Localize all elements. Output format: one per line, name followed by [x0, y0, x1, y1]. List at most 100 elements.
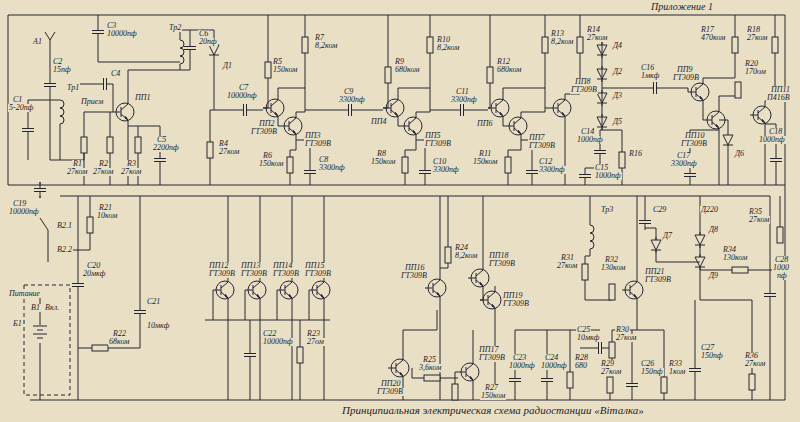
transistor-symbol [277, 276, 298, 304]
capacitor-symbol [34, 182, 46, 198]
resistor-symbol [297, 347, 303, 363]
component-label: 27ком [218, 148, 240, 156]
component-label: 130ком [600, 264, 626, 272]
transistor-symbol [622, 276, 643, 304]
resistor-symbol [609, 342, 615, 358]
component-label: ПП12 [208, 262, 230, 270]
component-label: 27ком [746, 34, 768, 42]
component-label: С3 [106, 22, 117, 30]
component-label: 150пф [700, 352, 724, 360]
resistor-symbols [81, 37, 783, 400]
component-label: В1 [30, 304, 41, 312]
capacitor-symbol [689, 362, 701, 378]
component-label: С28 [774, 256, 789, 264]
resistor-symbol [619, 152, 625, 168]
diode-symbol [723, 132, 733, 148]
component-label: R6 [262, 152, 273, 160]
component-label: 680 [574, 362, 588, 370]
diode-symbol [597, 114, 607, 130]
component-label: R8 [376, 150, 387, 158]
capacitor-symbol [342, 104, 358, 116]
component-label: ПП9 [676, 66, 694, 74]
component-label: ГТ309В [376, 388, 404, 396]
component-label: ПП17 [478, 346, 500, 354]
component-label: ГТ309В [400, 272, 428, 280]
component-label: С14 [580, 128, 595, 136]
component-label: Д2 [612, 68, 623, 76]
capacitor-symbol [647, 82, 663, 94]
component-label: С22 [262, 330, 277, 338]
component-label: 170ом [744, 68, 767, 76]
capacitor-symbol [44, 77, 56, 93]
component-label: R30 [615, 326, 630, 334]
component-label: R9 [394, 58, 405, 66]
component-label: R4 [218, 140, 229, 148]
component-label: ПП7 [528, 134, 546, 142]
component-label: 150ком [272, 66, 298, 74]
component-label: 5-20пф [8, 104, 34, 112]
capacitor-symbol [72, 277, 84, 293]
component-label: 3300пф [670, 160, 698, 168]
transistor-symbol [550, 94, 571, 122]
component-label: R13 [550, 30, 565, 38]
component-label: Д3 [612, 92, 623, 100]
component-label: 10мкф [576, 334, 600, 342]
diode-symbols [209, 42, 733, 270]
capacitor-symbols [22, 24, 782, 393]
transistor-symbol [488, 94, 509, 122]
capacitor-symbol [244, 347, 256, 363]
component-label: С10 [432, 158, 447, 166]
component-label: R23 [306, 330, 321, 338]
component-label: 8,2ком [550, 38, 574, 46]
resistor-symbol [607, 377, 613, 393]
transistor-symbol [468, 264, 489, 292]
capacitor-symbol [454, 104, 470, 116]
capacitor-symbol [134, 304, 146, 320]
component-label: С19 [12, 200, 27, 208]
resistor-symbol [542, 37, 548, 53]
resistor-symbol [567, 372, 573, 388]
wire [253, 15, 342, 185]
component-label: R7 [314, 34, 325, 42]
component-label: С24 [544, 354, 559, 362]
component-label: С4 [110, 70, 121, 78]
component-label: 20мкф [82, 270, 106, 278]
component-label: R35 [748, 208, 763, 216]
wire [612, 196, 785, 400]
component-label: Б1 [12, 320, 23, 328]
resistor-symbol [302, 37, 308, 53]
sheet-note: Приложение 1 [650, 2, 714, 12]
component-label: 150ком [480, 392, 506, 400]
component-label: С15 [594, 164, 609, 172]
capacitor-symbol [592, 342, 608, 354]
component-label: С5 [156, 136, 167, 144]
capacitor-symbol [184, 40, 196, 56]
wire [28, 15, 180, 160]
component-label: Д6 [734, 150, 745, 158]
capacitor-symbol [579, 168, 591, 184]
diode-symbol [597, 90, 607, 106]
capacitor-symbol [526, 164, 538, 180]
resistor-symbol [577, 37, 583, 53]
component-label: Д220 [700, 206, 719, 214]
component-label: Д5 [612, 118, 623, 126]
component-label: 1000пф [508, 362, 536, 370]
transistor-symbol [506, 112, 527, 140]
diode-symbol [597, 66, 607, 82]
component-label: 15пф [52, 66, 72, 74]
component-label: 680ком [496, 66, 522, 74]
component-label: R2 [98, 160, 109, 168]
component-label: С17 [676, 152, 691, 160]
transistor-symbol [401, 112, 422, 140]
component-label: С8 [318, 156, 329, 164]
component-label: 1000пф [758, 136, 786, 144]
component-label: 3300пф [318, 164, 346, 172]
component-label: С7 [238, 84, 249, 92]
resistor-symbol [777, 227, 783, 243]
component-label: 27ком [66, 168, 88, 176]
component-label: ГТ309В [570, 86, 598, 94]
component-label: 150ком [472, 158, 498, 166]
component-label: ГТ309В [304, 270, 332, 278]
transistor-symbols [113, 78, 771, 386]
